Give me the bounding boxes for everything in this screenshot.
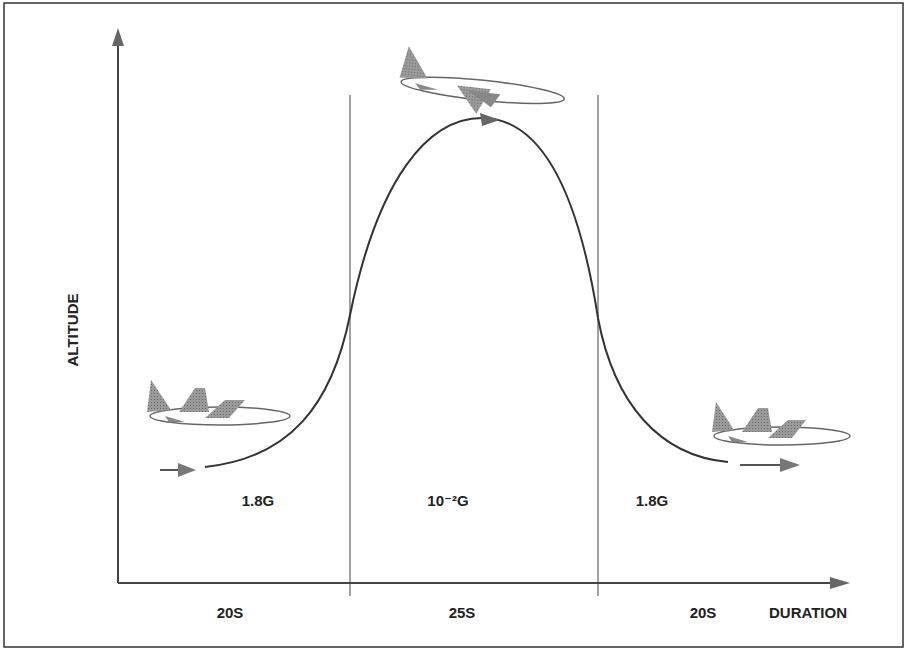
y-axis <box>117 40 119 583</box>
x-axis-arrow <box>830 577 850 589</box>
x-axis <box>118 582 835 584</box>
duration-label: 20S <box>690 605 717 620</box>
exit-arrow-head <box>780 458 800 472</box>
exit-arrow <box>740 464 782 466</box>
airplane <box>147 380 290 425</box>
airplane <box>397 46 568 123</box>
g-load-label: 1.8G <box>636 493 669 508</box>
airplane <box>712 402 850 445</box>
axis-label: ALTITUDE <box>65 293 80 366</box>
duration-label: 20S <box>217 605 244 620</box>
phase-divider <box>350 95 351 596</box>
axis-label: DURATION <box>769 605 847 620</box>
duration-label: 25S <box>449 605 476 620</box>
g-load-label: 1.8G <box>242 493 275 508</box>
y-axis-arrow <box>112 28 124 46</box>
frame <box>4 3 903 647</box>
phase-divider <box>598 95 599 596</box>
trajectory-arrow <box>480 113 500 126</box>
entry-arrow-head <box>178 463 196 477</box>
g-load-label: 10⁻²G <box>427 493 468 508</box>
